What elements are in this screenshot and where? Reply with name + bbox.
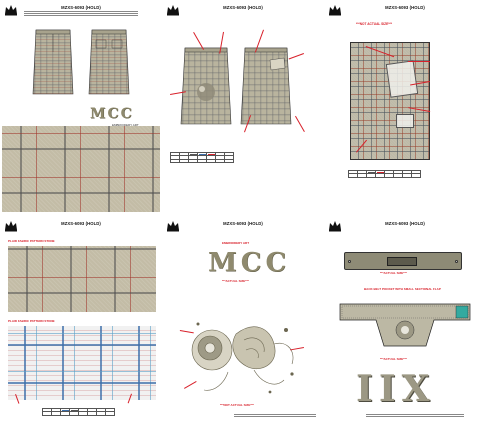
stud-icon — [455, 260, 458, 263]
color-spec-table — [42, 407, 115, 416]
style-number: MZXS-6093 (HOLD) — [61, 5, 101, 10]
skirt-back-detail-sketch — [240, 47, 292, 125]
crown-logo-icon — [167, 221, 179, 232]
actual-size-label: ***ACTUAL SIZE*** — [380, 271, 407, 275]
header-notes — [24, 11, 138, 18]
style-number: MZXS-6093 (HOLD) — [61, 221, 101, 226]
style-number: MZXS-6093 (HOLD) — [223, 221, 263, 226]
skirt-panel-closeup — [350, 42, 430, 160]
back-belt-pocket-label: BACK BELT POCKET WITH SMALL SECTIONAL FL… — [364, 287, 441, 291]
spec-sheet-3: MZXS-6093 (HOLD) ***NOT ACTUAL SIZE*** — [326, 2, 484, 212]
crown-logo-icon — [329, 221, 341, 232]
color-spec-table — [170, 151, 234, 164]
fabric-label-stone: PLAID FABRIC PATTERN STONE — [8, 239, 55, 243]
callout-line — [295, 116, 305, 132]
style-number: MZXS-6093 (HOLD) — [223, 5, 263, 10]
embroidery-art-label: EMBROIDERY ART — [222, 241, 250, 245]
fabric-label-stone-2: PLAID FABRIC PATTERN STONE — [8, 319, 55, 323]
color-spec-table — [348, 169, 421, 178]
embroidery-patch-closeup — [385, 60, 419, 98]
plaid-fabric-swatch-stone — [8, 246, 156, 312]
crown-logo-icon — [5, 221, 17, 232]
crown-logo-icon — [5, 5, 17, 16]
spec-sheet-6: MZXS-6093 (HOLD) ***ACTUAL SIZE*** BACK … — [326, 218, 484, 428]
style-number: MZXS-6093 (HOLD) — [385, 221, 425, 226]
pocket-badge — [387, 257, 417, 266]
spec-sheet-5: MZXS-6093 (HOLD) EMBROIDERY ART MCC ***A… — [164, 218, 322, 428]
mcc-embroidery-art: MCC — [90, 106, 134, 122]
cell-belt-pocket-drawing — [344, 252, 462, 270]
stud-icon — [348, 260, 351, 263]
not-actual-size-label: ***NOT ACTUAL SIZE*** — [356, 22, 392, 26]
spec-sheet-2: MZXS-6093 (HOLD) — [164, 2, 322, 212]
mcc-embroidery-art: MCC — [208, 248, 291, 278]
crown-logo-icon — [329, 5, 341, 16]
letter-appliques: IIX — [356, 368, 436, 410]
crown-logo-icon — [167, 5, 179, 16]
embroidery-art-label: EMBROIDERY ART — [112, 123, 139, 127]
style-number: MZXS-6093 (HOLD) — [385, 5, 425, 10]
plaid-fabric-swatch-blue — [8, 326, 156, 400]
plaid-fabric-swatch — [2, 126, 160, 212]
spec-sheet-4: MZXS-6093 (HOLD) PLAID FABRIC PATTERN ST… — [2, 218, 160, 428]
skirt-front-sketch — [32, 29, 74, 95]
actual-size-label: ***ACTUAL SIZE*** — [222, 279, 249, 283]
skirt-back-sketch — [88, 29, 130, 95]
back-belt-pocket-drawing — [339, 303, 471, 347]
footer-notes — [234, 414, 316, 418]
not-actual-size-label: ***NOT ACTUAL SIZE*** — [220, 403, 254, 407]
footer-notes — [366, 414, 464, 418]
floral-embroidery-artwork — [191, 322, 294, 394]
actual-size-label-2: ***ACTUAL SIZE*** — [380, 357, 407, 361]
spec-sheet-1: MZXS-6093 (HOLD) MCC EMBROIDERY ART — [2, 2, 160, 212]
skirt-front-detail-sketch — [180, 47, 232, 125]
callout-line — [408, 61, 430, 62]
pocket-label-closeup — [396, 114, 414, 128]
